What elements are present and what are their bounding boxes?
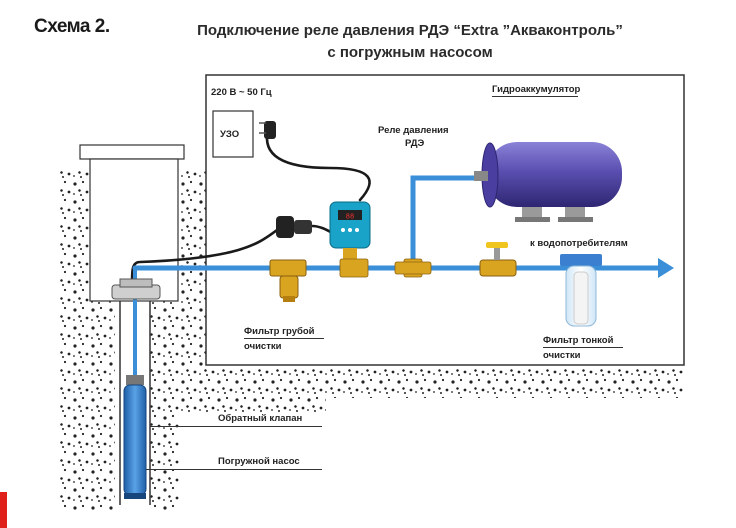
power-supply-label: 220 В ~ 50 Гц — [211, 87, 272, 98]
well-cap — [111, 278, 161, 300]
house-outline — [205, 74, 685, 366]
rcd-label: УЗО — [220, 129, 240, 140]
consumers-label: к водопотребителям — [530, 238, 628, 249]
relay-label-line2: РДЭ — [405, 138, 425, 149]
flow-arrow-icon — [658, 258, 674, 278]
plug-socket — [259, 121, 312, 238]
fine-filter-label-line2: очистки — [543, 350, 581, 361]
brass-fittings — [339, 258, 432, 278]
pressure-relay: 88 — [329, 201, 371, 262]
diagram-title: Подключение реле давления РДЭ “Extra ”Ак… — [197, 22, 623, 39]
submersible-pump — [123, 375, 147, 499]
pump-label: Погружной насос — [218, 456, 300, 467]
coarse-filter — [269, 259, 307, 302]
coarse-filter-label-line2: очистки — [244, 341, 282, 352]
accumulator-label: Гидроаккумулятор — [492, 84, 581, 95]
pump-pointer — [146, 469, 322, 470]
scheme-label: Схема 2. — [34, 16, 110, 37]
coarse-filter-label-line1: Фильтр грубой — [244, 326, 315, 337]
rcd-box — [212, 110, 254, 158]
coarse-filter-label-underline — [244, 338, 324, 339]
svg-text:88: 88 — [346, 214, 354, 222]
red-accent-mark — [0, 492, 7, 528]
fine-filter-label-line1: Фильтр тонкой — [543, 335, 614, 346]
ball-valve — [479, 242, 517, 277]
accumulator-label-underline — [492, 96, 578, 97]
diagram-subtitle: с погружным насосом — [327, 44, 493, 61]
fine-filter-label-underline — [543, 347, 623, 348]
pressure-tank — [474, 142, 622, 222]
soil-ground — [60, 170, 684, 510]
relay-label-line1: Реле давления — [378, 125, 449, 136]
check-valve-pointer — [150, 426, 322, 427]
fine-filter — [560, 254, 602, 327]
check-valve-label: Обратный клапан — [218, 413, 303, 424]
